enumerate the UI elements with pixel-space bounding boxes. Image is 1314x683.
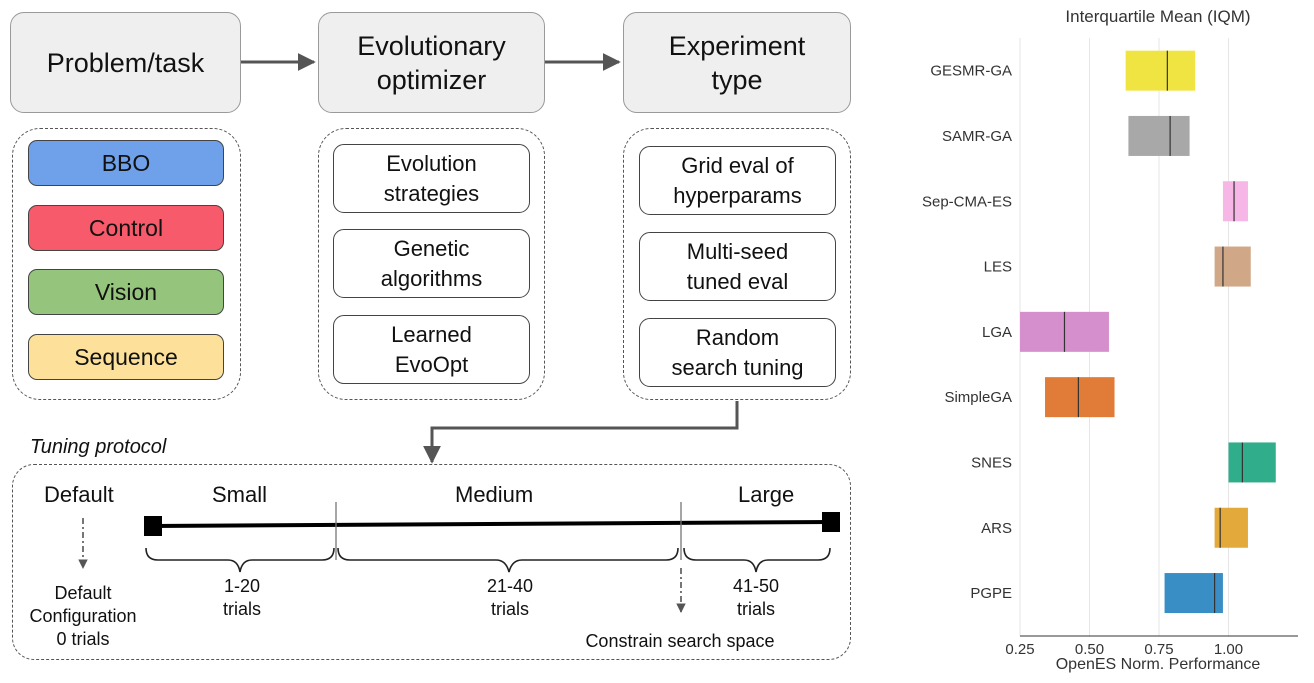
optimizer-group <box>318 128 545 400</box>
stage-experiment-type: Experiment type <box>623 12 851 113</box>
level-large: Large <box>738 482 795 507</box>
default-desc-line2: Configuration <box>29 606 137 626</box>
timeline-line <box>151 520 833 528</box>
stage-problem-task-text: Problem/task <box>46 47 205 78</box>
trials-medium-range: 21-40 <box>486 576 534 596</box>
x-tick-label: 0.75 <box>1144 641 1173 658</box>
category-label: ARS <box>981 520 1012 537</box>
category-label: SAMR-GA <box>942 128 1012 145</box>
trials-medium: 21-40 trials <box>468 575 552 621</box>
category-label: Sep-CMA-ES <box>922 193 1012 210</box>
brace-small <box>145 547 335 573</box>
task-vision: Vision <box>28 269 224 315</box>
chart-boxes <box>1020 50 1276 614</box>
iqm-chart: Interquartile Mean (IQM) OpenES Norm. Pe… <box>922 7 1298 673</box>
experiment-grid-line1: Grid eval of <box>681 152 794 178</box>
task-vision-label: Vision <box>94 278 158 305</box>
experiment-multi-line2: tuned eval <box>686 268 789 294</box>
stage-experiment-line1: Experiment <box>668 30 806 61</box>
stage-optimizer-line1: Evolutionary <box>357 30 506 61</box>
diagram-connectors <box>78 53 840 613</box>
timeline-start-marker <box>144 516 162 536</box>
default-description: Default Configuration 0 trials <box>14 582 152 651</box>
experiment-grid-eval: Grid eval of hyperparams <box>639 146 836 215</box>
category-label: LGA <box>982 324 1012 341</box>
level-medium: Medium <box>455 482 534 507</box>
stage-optimizer-line2: optimizer <box>376 64 487 95</box>
optimizer-es-line2: strategies <box>383 180 480 206</box>
task-control-label: Control <box>88 214 164 241</box>
optimizer-learned-line1: Learned <box>391 321 472 347</box>
tuning-protocol-title: Tuning protocol <box>30 436 167 458</box>
chart-title: Interquartile Mean (IQM) <box>1065 7 1250 26</box>
experiment-random-line2: search tuning <box>671 354 804 380</box>
trials-small: 1-20 trials <box>200 575 284 621</box>
constrain-search-space: Constrain search space <box>585 631 775 651</box>
brace-medium <box>337 547 679 573</box>
task-sequence-label: Sequence <box>74 343 178 370</box>
brace-large <box>683 547 831 573</box>
level-small: Small <box>212 482 268 507</box>
x-tick-label: 0.50 <box>1075 641 1104 658</box>
optimizer-ga-line1: Genetic <box>393 235 470 261</box>
category-label: SimpleGA <box>944 389 1012 406</box>
optimizer-genetic-algorithms: Genetic algorithms <box>333 229 530 298</box>
stage-experiment-line2: type <box>711 64 763 95</box>
experiment-random-line1: Random <box>695 324 780 350</box>
trials-medium-unit: trials <box>490 599 529 619</box>
iqm-box <box>1228 442 1276 483</box>
chart-tick-labels: 0.25 0.50 0.75 1.00 <box>1005 641 1243 658</box>
optimizer-learned-evoopt: Learned EvoOpt <box>333 315 530 384</box>
experiment-grid-line2: hyperparams <box>673 182 802 208</box>
iqm-box <box>1214 246 1251 287</box>
default-label: Default <box>44 482 114 507</box>
iqm-box <box>1164 573 1223 614</box>
default-desc-line3: 0 trials <box>56 629 110 649</box>
task-control: Control <box>28 205 224 251</box>
optimizer-es-line1: Evolution <box>386 150 477 176</box>
optimizer-ga-line2: algorithms <box>380 265 483 291</box>
task-sequence: Sequence <box>28 334 224 380</box>
iqm-box <box>1222 181 1248 222</box>
optimizer-evolution-strategies: Evolution strategies <box>333 144 530 213</box>
iqm-box <box>1128 115 1190 156</box>
stage-problem-task: Problem/task <box>10 12 241 113</box>
iqm-box <box>1125 50 1196 91</box>
experiment-multi-line1: Multi-seed <box>686 238 789 264</box>
experiment-multi-seed: Multi-seed tuned eval <box>639 232 836 301</box>
trials-large-range: 41-50 <box>732 576 780 596</box>
chart-xlabel: OpenES Norm. Performance <box>1056 656 1261 673</box>
default-desc-line1: Default <box>54 583 112 603</box>
timeline-end-marker <box>822 512 840 532</box>
x-tick-label: 1.00 <box>1214 641 1243 658</box>
x-tick-label: 0.25 <box>1005 641 1034 658</box>
iqm-box <box>1045 377 1115 418</box>
task-bbo-label: BBO <box>101 149 151 176</box>
experiment-random-search: Random search tuning <box>639 318 836 387</box>
category-label: GESMR-GA <box>930 63 1012 80</box>
category-label: LES <box>984 259 1012 276</box>
trials-small-unit: trials <box>222 599 261 619</box>
experiment-group <box>623 128 851 400</box>
chart-category-labels: GESMR-GA SAMR-GA Sep-CMA-ES LES LGA SimpleGA S… <box>922 63 1012 602</box>
trials-small-range: 1-20 <box>223 576 261 596</box>
category-label: SNES <box>971 454 1012 471</box>
arrow-experiment-to-tuning <box>423 401 739 464</box>
category-label: PGPE <box>970 585 1012 602</box>
problem-task-group <box>12 128 241 400</box>
tuning-protocol-box <box>12 464 851 660</box>
trials-large: 41-50 trials <box>714 575 798 621</box>
trials-large-unit: trials <box>736 599 775 619</box>
stage-evolutionary-optimizer: Evolutionary optimizer <box>318 12 545 113</box>
optimizer-learned-line2: EvoOpt <box>394 351 469 377</box>
task-bbo: BBO <box>28 140 224 186</box>
